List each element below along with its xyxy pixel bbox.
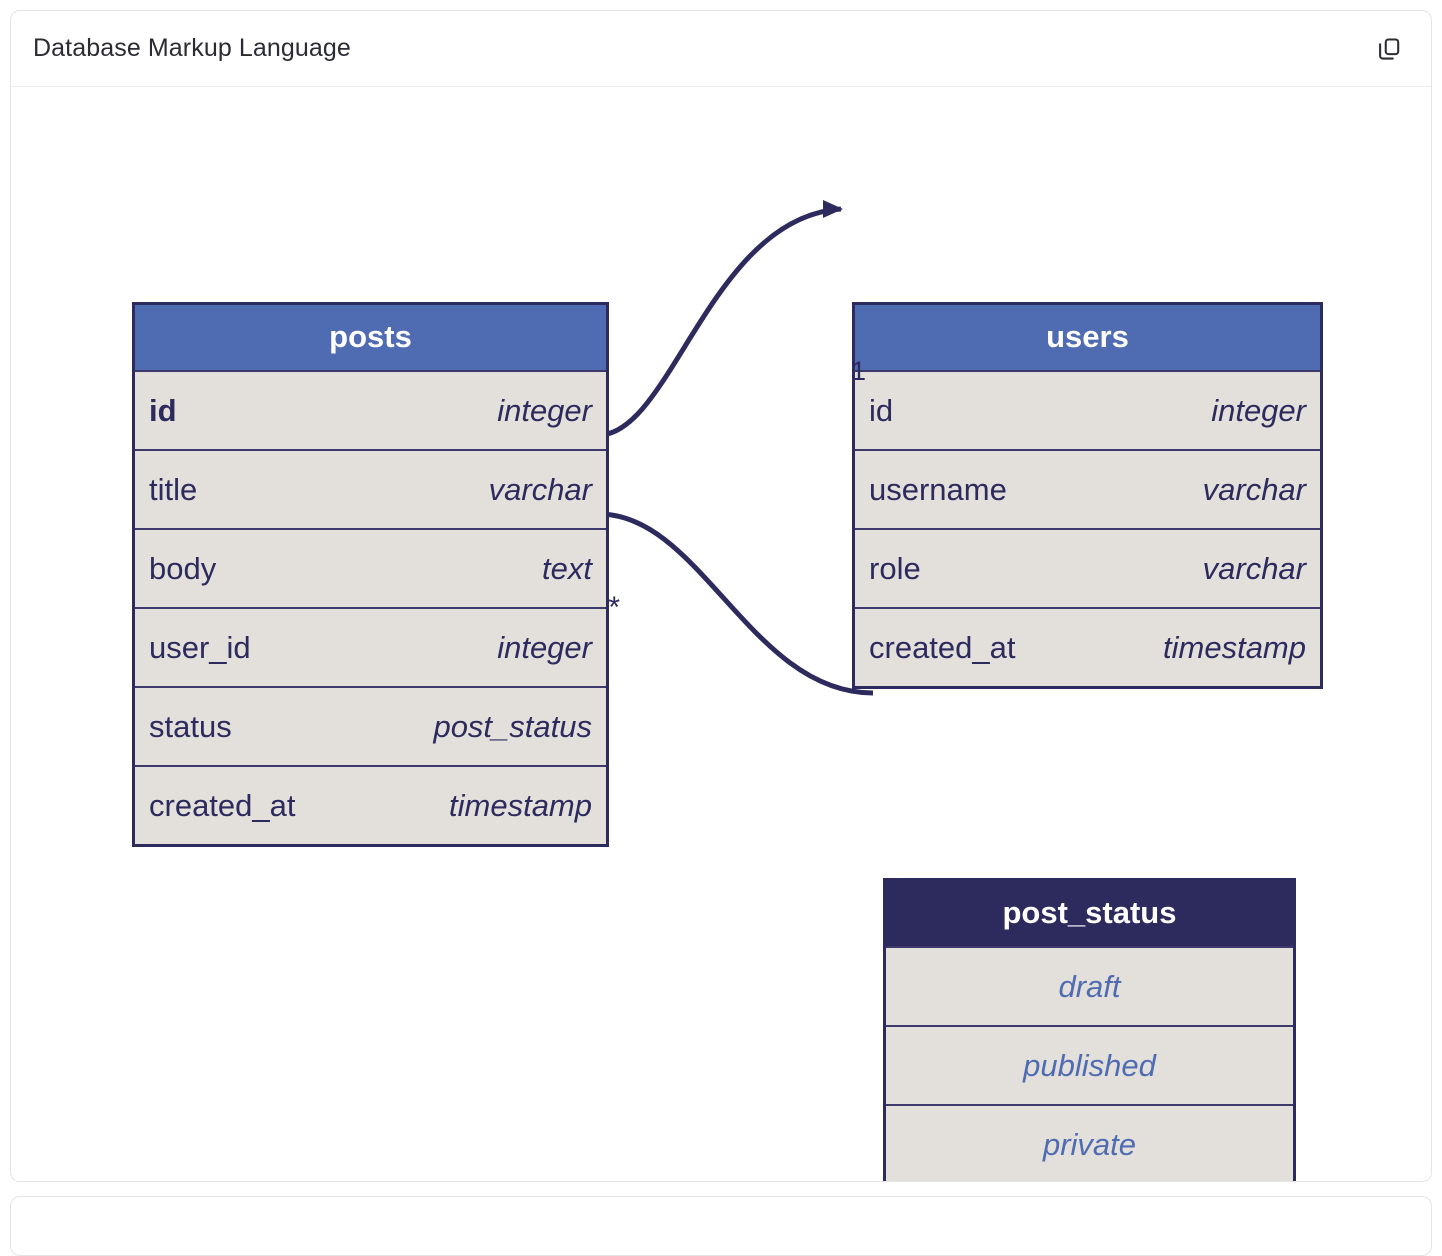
er-field-posts-user-id[interactable]: user_id integer * — [135, 593, 620, 686]
er-table-users[interactable]: users id integer 1 username varchar role… — [851, 302, 1323, 689]
er-field-posts-created-at[interactable]: created_at timestamp — [135, 765, 606, 844]
er-enum-post-status-title: post_status — [886, 881, 1293, 946]
er-table-users-title: users — [855, 305, 1320, 370]
field-type: timestamp — [449, 787, 592, 823]
field-name: role — [869, 550, 921, 586]
field-type: timestamp — [1163, 629, 1306, 665]
next-panel-partial — [10, 1196, 1432, 1256]
field-type: integer — [497, 629, 592, 665]
diagram-canvas: posts id integer title varchar body text… — [11, 87, 1431, 1181]
er-field-users-created-at[interactable]: created_at timestamp — [855, 607, 1320, 686]
field-type: integer — [1211, 392, 1306, 428]
er-field-posts-body[interactable]: body text — [135, 528, 606, 607]
er-enum-value-published[interactable]: published — [886, 1025, 1293, 1104]
er-field-posts-status[interactable]: status post_status — [135, 686, 606, 765]
er-enum-value-private[interactable]: private — [886, 1104, 1293, 1181]
field-type: varchar — [1202, 550, 1306, 586]
er-field-posts-title[interactable]: title varchar — [135, 449, 606, 528]
edge-arrowhead-users-id — [823, 200, 843, 218]
er-field-users-username[interactable]: username varchar — [855, 449, 1320, 528]
edge-posts-status-to-post-status — [598, 511, 874, 696]
field-name: username — [869, 471, 1007, 507]
field-name: created_at — [869, 629, 1016, 665]
er-enum-value-draft[interactable]: draft — [886, 946, 1293, 1025]
er-table-posts[interactable]: posts id integer title varchar body text… — [132, 302, 620, 847]
panel-header: Database Markup Language — [11, 11, 1431, 87]
copy-icon[interactable] — [1369, 29, 1409, 69]
cardinality-marker-many: * — [608, 591, 620, 624]
cardinality-marker-one: 1 — [851, 356, 867, 386]
er-field-users-role[interactable]: role varchar — [855, 528, 1320, 607]
er-field-users-id[interactable]: id integer 1 — [851, 358, 1320, 449]
edge-posts-user-id-to-users-id — [598, 206, 842, 438]
field-name: user_id — [149, 629, 251, 665]
er-enum-post-status[interactable]: post_status draft published private — [883, 878, 1296, 1181]
field-name: id — [869, 392, 894, 428]
field-type: varchar — [1202, 471, 1306, 507]
field-name: created_at — [149, 787, 296, 823]
field-type: text — [542, 550, 592, 586]
field-type: post_status — [433, 708, 592, 744]
field-name: status — [149, 708, 232, 744]
field-type: integer — [497, 392, 592, 428]
field-type: varchar — [488, 471, 592, 507]
er-table-posts-title: posts — [135, 305, 606, 370]
field-name: title — [149, 471, 198, 507]
field-name: body — [149, 550, 217, 586]
field-name: id — [149, 392, 177, 428]
diagram-panel: Database Markup Language posts id intege… — [10, 10, 1432, 1182]
er-field-posts-id[interactable]: id integer — [135, 370, 606, 449]
page-title: Database Markup Language — [33, 34, 351, 62]
